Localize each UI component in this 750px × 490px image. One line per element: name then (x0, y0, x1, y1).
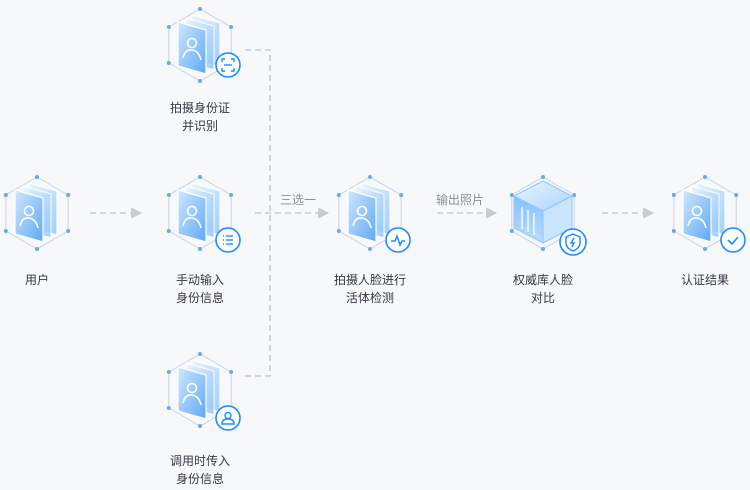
hex-vertex-dot (66, 193, 71, 197)
label-manual-input: 手动输入 身份信息 (175, 273, 224, 305)
hex-vertex-dot (368, 247, 372, 251)
card-stack (177, 14, 221, 75)
hex-vertex-dot (35, 175, 39, 179)
hex-vertex-dot (166, 193, 171, 197)
card-stack (14, 182, 58, 243)
hex-vertex-dot (3, 229, 8, 233)
hex-vertex-dot (198, 7, 202, 11)
hex-vertex-dot (35, 247, 39, 251)
hex-vertex-dot (166, 229, 171, 233)
label-id-scan: 拍摄身份证 并识别 (169, 101, 230, 133)
edge-api-bracket (245, 213, 271, 377)
person-head (356, 205, 368, 217)
node-authority-db (509, 175, 587, 256)
node-id-scan (166, 7, 241, 83)
node-api-input (166, 352, 241, 431)
list-icon (215, 227, 241, 253)
hex-vertex-dot (66, 229, 71, 233)
node-liveness (336, 175, 411, 253)
hex-vertex-dot (198, 352, 202, 356)
hex-vertex-dot (198, 175, 202, 179)
hex-vertex-dot (166, 406, 171, 410)
person-head (186, 382, 198, 394)
person-body (182, 394, 202, 406)
person-body (687, 217, 707, 229)
hex-vertex-dot (229, 370, 234, 374)
hex-vertex-dot (509, 229, 514, 233)
hex-vertex-dot (703, 175, 707, 179)
person-body (19, 217, 39, 229)
label-authority-db: 权威库人脸 对比 (512, 273, 573, 305)
label-liveness: 拍摄人脸进行 活体检测 (333, 273, 406, 305)
hex-vertex-dot (229, 25, 234, 29)
card-stack (347, 182, 391, 243)
check-icon (720, 227, 746, 253)
hex-vertex-dot (336, 193, 341, 197)
edge-label-output-photo: 输出照片 (436, 192, 484, 207)
hex-frame (166, 352, 234, 428)
person-body (182, 217, 202, 229)
hex-vertex-dot (166, 61, 171, 65)
node-manual-input (166, 175, 241, 253)
edge-label-choose-one: 三选一 (280, 193, 316, 207)
person-head (691, 205, 703, 217)
label-api-input: 调用时传入 身份信息 (169, 454, 230, 486)
hex-frame (509, 175, 577, 251)
person-body (182, 49, 202, 61)
hex-vertex-dot (336, 229, 341, 233)
card-stack (177, 182, 221, 243)
card-stack (682, 182, 726, 243)
hex-vertex-dot (572, 193, 577, 197)
node-user (3, 175, 71, 251)
lightning-shield-icon (559, 228, 587, 256)
person-body (352, 217, 372, 229)
hex-vertex-dot (541, 175, 545, 179)
hex-vertex-dot (671, 193, 676, 197)
hex-vertex-dot (3, 193, 8, 197)
pulse-icon (385, 227, 411, 253)
hex-vertex-dot (166, 370, 171, 374)
hex-vertex-dot (229, 193, 234, 197)
hex-vertex-dot (671, 229, 676, 233)
hex-vertex-dot (541, 247, 545, 251)
hex-vertex-dot (734, 193, 739, 197)
hex-vertex-dot (198, 247, 202, 251)
person-head (23, 205, 35, 217)
node-result (671, 175, 746, 253)
hex-vertex-dot (399, 193, 404, 197)
hex-frame (3, 175, 71, 251)
card-stack (177, 359, 221, 420)
edge-idscan-bracket (245, 49, 271, 213)
hex-vertex-dot (368, 175, 372, 179)
hex-vertex-dot (198, 424, 202, 428)
scan-icon (215, 52, 241, 78)
label-user: 用户 (24, 273, 49, 287)
hex-vertex-dot (198, 79, 202, 83)
user-icon (215, 405, 241, 431)
hex-vertex-dot (166, 25, 171, 29)
label-result: 认证结果 (680, 273, 729, 287)
person-head (186, 205, 198, 217)
connectors (90, 49, 655, 377)
hex-vertex-dot (509, 193, 514, 197)
person-head (186, 37, 198, 49)
hex-vertex-dot (703, 247, 707, 251)
